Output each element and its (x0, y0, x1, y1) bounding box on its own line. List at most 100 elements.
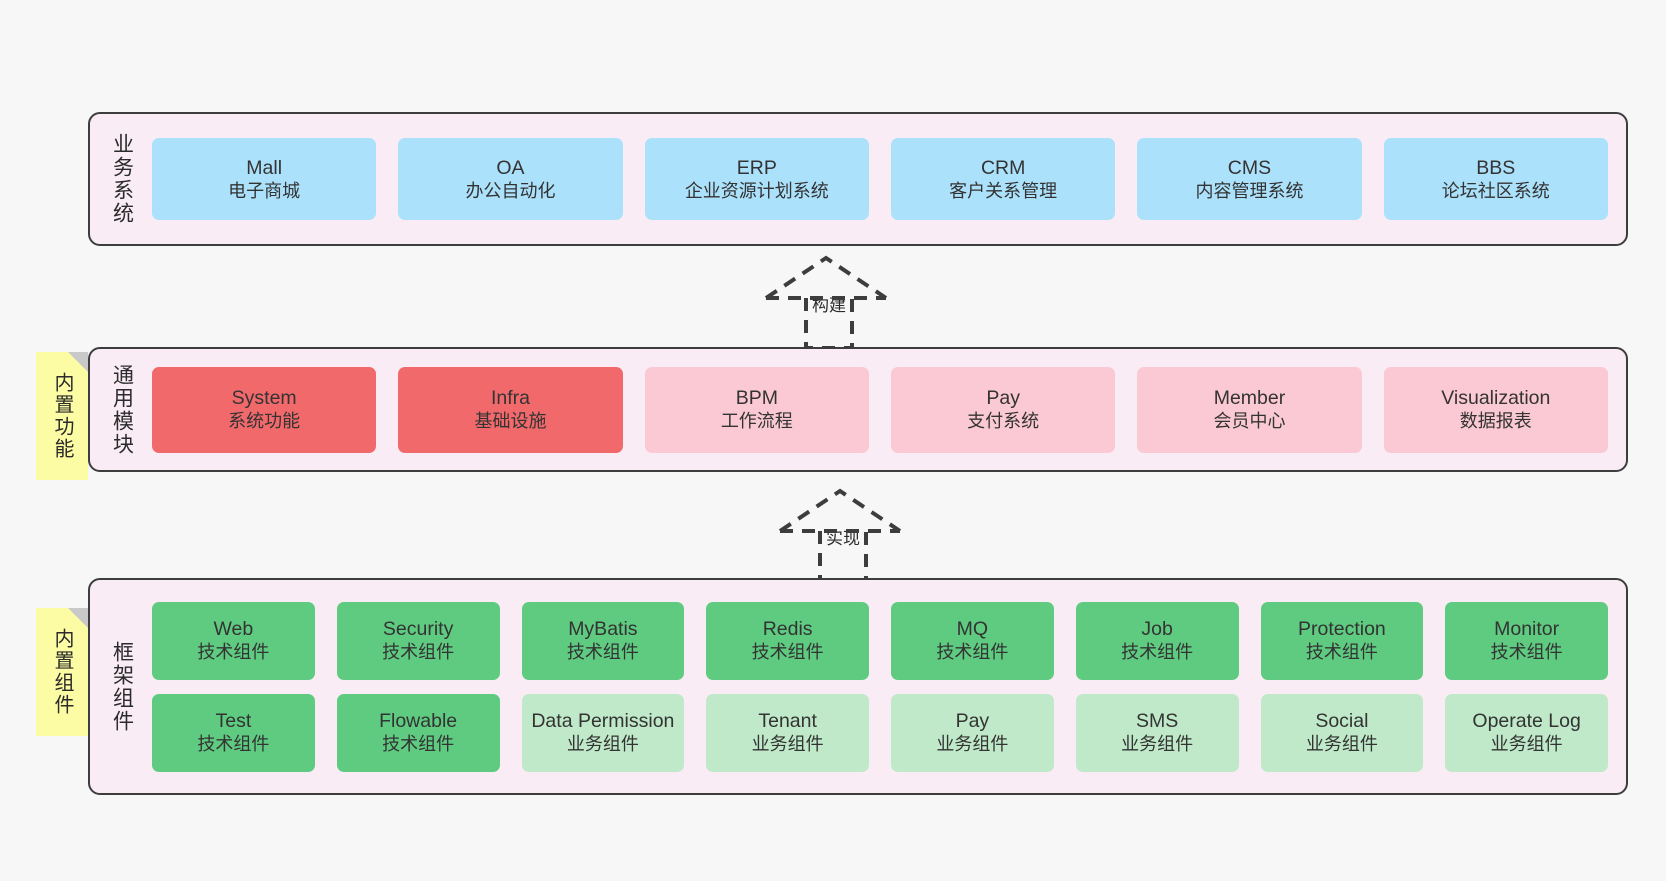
module-card-sms[interactable]: SMS 业务组件 (1075, 693, 1239, 772)
module-card-bbs[interactable]: BBS 论坛社区系统 (1383, 138, 1608, 220)
module-card-social[interactable]: Social 业务组件 (1260, 693, 1424, 772)
module-card-cn: 办公自动化 (465, 180, 556, 201)
module-card-en: Protection (1297, 618, 1386, 641)
module-card-monitor[interactable]: Monitor 技术组件 (1445, 601, 1608, 680)
module-card-cn: 电子商城 (228, 180, 301, 201)
module-card-en: Tenant (758, 710, 817, 733)
layer-business-system: 业务系统 Mall 电子商城 OA 办公自动化 ERP 企业资源计划系统 CRM… (88, 112, 1628, 246)
module-card-en: Job (1141, 618, 1173, 641)
module-card-pay-business[interactable]: Pay 业务组件 (891, 693, 1054, 772)
module-card-en: Data Permission (531, 710, 675, 733)
module-card-en: Infra (490, 387, 530, 410)
module-card-cms[interactable]: CMS 内容管理系统 (1137, 138, 1362, 220)
sticky-fold-icon (68, 608, 88, 628)
sticky-note-builtin-component: 内置组件 (36, 608, 88, 736)
module-card-cn: 客户关系管理 (949, 180, 1058, 201)
module-card-redis[interactable]: Redis 技术组件 (706, 601, 869, 680)
module-card-en: Pay (955, 710, 990, 733)
module-card-cn: 技术组件 (936, 642, 1009, 663)
module-card-cn: 内容管理系统 (1195, 180, 1304, 201)
card-row: Mall 电子商城 OA 办公自动化 ERP 企业资源计划系统 CRM 客户关系… (152, 138, 1608, 220)
module-card-en: ERP (736, 156, 777, 179)
module-card-erp[interactable]: ERP 企业资源计划系统 (644, 138, 869, 220)
module-card-en: Monitor (1494, 618, 1560, 641)
module-card-cn: 支付系统 (967, 411, 1040, 432)
module-card-mybatis[interactable]: MyBatis 技术组件 (521, 601, 685, 680)
module-card-cn: 技术组件 (751, 642, 824, 663)
module-card-en: CRM (980, 156, 1026, 179)
module-card-cn: 基础设施 (474, 411, 547, 432)
module-card-job[interactable]: Job 技术组件 (1075, 601, 1239, 680)
module-card-en: SMS (1135, 710, 1179, 733)
module-card-tenant[interactable]: Tenant 业务组件 (706, 693, 869, 772)
module-card-web[interactable]: Web 技术组件 (152, 601, 315, 680)
sticky-note-label: 内置功能 (51, 372, 73, 460)
layer-common-module-title: 通用模块 (110, 363, 134, 456)
card-row: Test 技术组件 Flowable 技术组件 Data Permission … (152, 693, 1608, 772)
module-card-cn: 系统功能 (228, 411, 301, 432)
module-card-mq[interactable]: MQ 技术组件 (891, 601, 1054, 680)
module-card-en: MyBatis (568, 618, 638, 641)
module-card-cn: 会员中心 (1213, 411, 1286, 432)
module-card-en: CMS (1227, 156, 1272, 179)
module-card-en: Web (213, 618, 254, 641)
module-card-data-permission[interactable]: Data Permission 业务组件 (521, 693, 685, 772)
module-card-infra[interactable]: Infra 基础设施 (398, 366, 623, 453)
card-row: System 系统功能 Infra 基础设施 BPM 工作流程 Pay 支付系统… (152, 366, 1608, 453)
module-card-cn: 技术组件 (197, 642, 270, 663)
module-card-en: Pay (986, 387, 1020, 410)
module-card-cn: 技术组件 (566, 642, 639, 663)
module-card-en: Redis (762, 618, 813, 641)
module-card-bpm[interactable]: BPM 工作流程 (644, 366, 869, 453)
module-card-en: Operate Log (1472, 710, 1581, 733)
module-card-cn: 技术组件 (1490, 642, 1563, 663)
module-card-security[interactable]: Security 技术组件 (336, 601, 500, 680)
layer-common-module: 通用模块 System 系统功能 Infra 基础设施 BPM 工作流程 Pay… (88, 347, 1628, 472)
module-card-en: BPM (735, 387, 778, 410)
module-card-operate-log[interactable]: Operate Log 业务组件 (1445, 693, 1608, 772)
module-card-cn: 技术组件 (197, 734, 270, 755)
module-card-member[interactable]: Member 会员中心 (1137, 366, 1362, 453)
module-card-en: Mall (246, 156, 283, 179)
connector-implement-arrow (778, 488, 902, 583)
module-card-oa[interactable]: OA 办公自动化 (398, 138, 623, 220)
module-card-en: MQ (956, 618, 989, 641)
module-card-cn: 业务组件 (1305, 734, 1378, 755)
module-card-flowable[interactable]: Flowable 技术组件 (336, 693, 500, 772)
connector-build-arrow (764, 255, 888, 350)
layer-common-module-body: System 系统功能 Infra 基础设施 BPM 工作流程 Pay 支付系统… (142, 349, 1626, 470)
module-card-en: BBS (1476, 156, 1516, 179)
module-card-system[interactable]: System 系统功能 (152, 366, 377, 453)
module-card-cn: 企业资源计划系统 (684, 180, 829, 201)
layer-framework-component-body: Web 技术组件 Security 技术组件 MyBatis 技术组件 Redi… (142, 580, 1626, 793)
module-card-cn: 业务组件 (1490, 734, 1563, 755)
module-card-cn: 技术组件 (382, 734, 455, 755)
module-card-en: Member (1213, 387, 1286, 410)
module-card-visualization[interactable]: Visualization 数据报表 (1383, 366, 1608, 453)
module-card-protection[interactable]: Protection 技术组件 (1260, 601, 1424, 680)
module-card-en: Visualization (1441, 387, 1551, 410)
module-card-cn: 业务组件 (566, 734, 639, 755)
module-card-en: Social (1315, 710, 1369, 733)
sticky-note-label: 内置组件 (51, 628, 73, 716)
connector-build-label: 构建 (812, 296, 846, 315)
layer-framework-component-title: 框架组件 (110, 640, 134, 733)
sticky-fold-icon (68, 352, 88, 372)
module-card-test[interactable]: Test 技术组件 (152, 693, 315, 772)
card-row: Web 技术组件 Security 技术组件 MyBatis 技术组件 Redi… (152, 601, 1608, 680)
module-card-crm[interactable]: CRM 客户关系管理 (890, 138, 1116, 220)
connector-implement-label: 实现 (826, 529, 860, 548)
module-card-cn: 业务组件 (936, 734, 1009, 755)
module-card-en: Security (382, 618, 454, 641)
module-card-en: OA (496, 156, 525, 179)
module-card-mall[interactable]: Mall 电子商城 (152, 138, 377, 220)
module-card-cn: 业务组件 (751, 734, 824, 755)
module-card-cn: 业务组件 (1121, 734, 1194, 755)
layer-framework-component: 框架组件 Web 技术组件 Security 技术组件 MyBatis 技术组件… (88, 578, 1628, 795)
module-card-cn: 技术组件 (1305, 642, 1378, 663)
module-card-pay[interactable]: Pay 支付系统 (890, 366, 1116, 453)
module-card-en: Test (215, 710, 252, 733)
module-card-en: Flowable (379, 710, 458, 733)
layer-business-system-title: 业务系统 (110, 133, 134, 225)
